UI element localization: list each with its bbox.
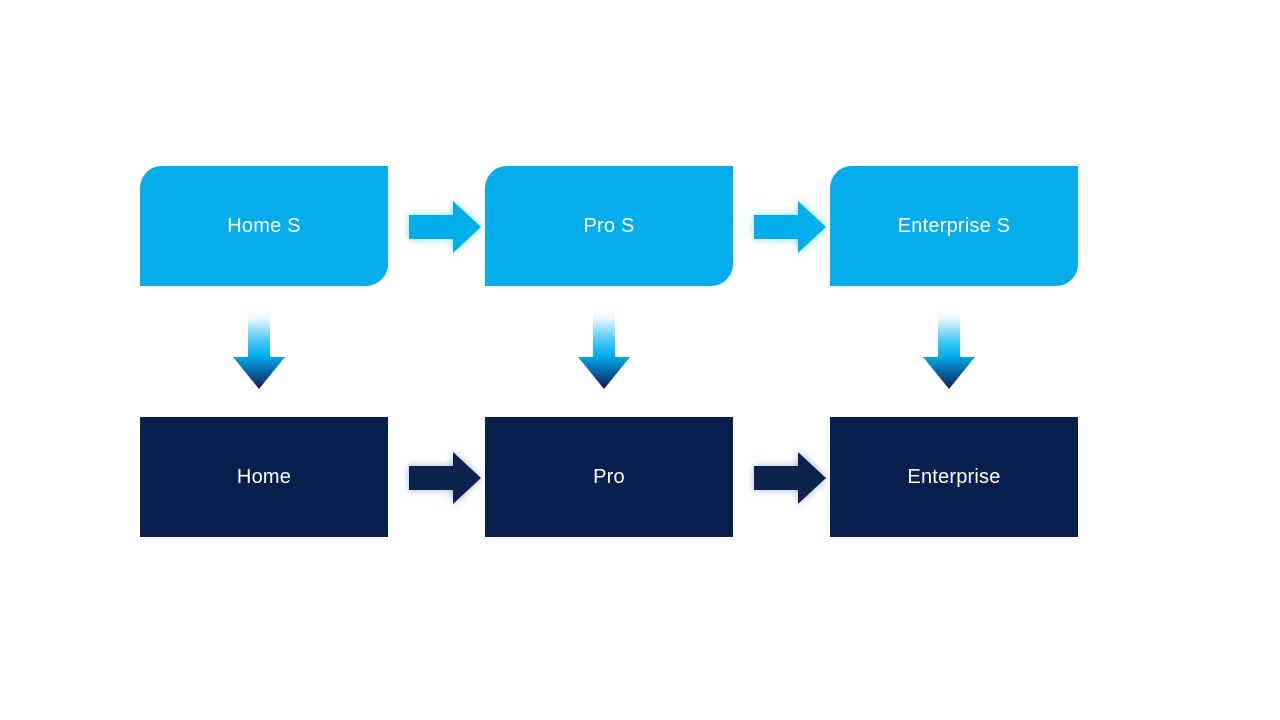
node-pro[interactable]: Pro: [485, 417, 733, 537]
node-home-s[interactable]: Home S: [140, 166, 388, 286]
arrow-home-s-to-home: [233, 309, 285, 389]
arrow-right-icon: [409, 201, 481, 253]
node-enterprise-s[interactable]: Enterprise S: [830, 166, 1078, 286]
arrow-home-s-to-pro-s: [409, 201, 481, 253]
node-enterprise[interactable]: Enterprise: [830, 417, 1078, 537]
arrow-pro-s-to-enterprise-s: [754, 201, 826, 253]
arrow-down-icon: [578, 309, 630, 389]
node-enterprise-label: Enterprise: [907, 466, 1001, 488]
node-pro-s[interactable]: Pro S: [485, 166, 733, 286]
node-enterprise-s-label: Enterprise S: [897, 215, 1011, 237]
arrow-down-icon: [233, 309, 285, 389]
arrow-pro-to-enterprise: [754, 452, 826, 504]
arrow-right-icon: [409, 452, 481, 504]
arrow-enterprise-s-to-enterprise: [923, 309, 975, 389]
node-home-s-label: Home S: [227, 215, 301, 237]
arrow-right-icon: [754, 201, 826, 253]
node-home[interactable]: Home: [140, 417, 388, 537]
arrow-home-to-pro: [409, 452, 481, 504]
arrow-right-icon: [754, 452, 826, 504]
node-home-label: Home: [236, 466, 292, 488]
arrow-down-icon: [923, 309, 975, 389]
node-pro-label: Pro: [593, 466, 625, 488]
node-pro-s-label: Pro S: [583, 215, 635, 237]
arrow-pro-s-to-pro: [578, 309, 630, 389]
